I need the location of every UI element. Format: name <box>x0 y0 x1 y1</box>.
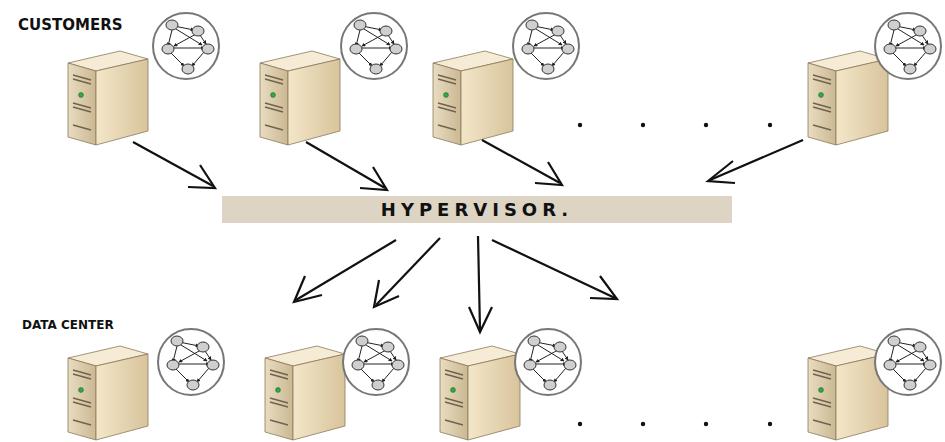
hypervisor-band: HYPERVISOR. <box>222 196 732 223</box>
group-label: DATA CENTER <box>22 318 114 332</box>
group-label: CUSTOMERS <box>18 16 123 34</box>
band-title: HYPERVISOR. <box>381 199 573 220</box>
